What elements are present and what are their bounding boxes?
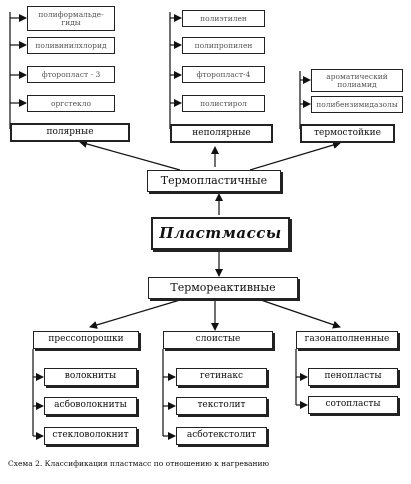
group-nonpolar: неполярные — [170, 124, 273, 143]
group-laminated: слоистые — [163, 331, 273, 349]
category-thermoplastic: Термопластичные — [147, 170, 281, 192]
item-polyvinylchloride: поливинилхлорид — [27, 37, 115, 54]
category-thermoset: Термореактивные — [148, 277, 298, 299]
item-textolite: текстолит — [176, 397, 267, 415]
item-asbestos-textolite: асботекстолит — [176, 427, 267, 445]
item-foam-plastics: пенопласты — [308, 368, 398, 386]
item-polyformaldehyde: полиформальде-гиды — [27, 6, 115, 31]
item-fluoroplast-3: фторопласт - 3 — [27, 66, 115, 83]
group-gas-filled: газонаполненные — [296, 331, 398, 349]
item-asbestos-fibrites: асбоволокниты — [44, 397, 137, 415]
item-plexiglass: оргстекло — [27, 95, 115, 112]
item-polyethylene: полиэтилен — [182, 10, 265, 27]
item-fluoroplast-4: фторопласт-4 — [182, 66, 265, 83]
item-polybenzimidazoles: полибензимидазолы — [311, 96, 403, 113]
item-polystyrene: полистирол — [182, 95, 265, 112]
item-fibrites: волокниты — [44, 368, 137, 386]
item-aromatic-polyamide: ароматический полиамид — [311, 69, 403, 92]
group-polar: полярные — [10, 123, 130, 142]
item-glass-fibrite: стекловолокнит — [44, 427, 137, 445]
item-polypropylene: полипропилен — [182, 37, 265, 54]
group-press-powders: прессопорошки — [33, 331, 139, 349]
group-heat-resistant: термостойкие — [300, 124, 395, 143]
root-plastics: Пластмассы — [151, 217, 290, 250]
figure-caption: Схема 2. Классификация пластмасс по отно… — [8, 459, 270, 468]
item-getinax: гетинакс — [176, 368, 267, 386]
item-honeycomb-plastics: сотопласты — [308, 396, 398, 414]
